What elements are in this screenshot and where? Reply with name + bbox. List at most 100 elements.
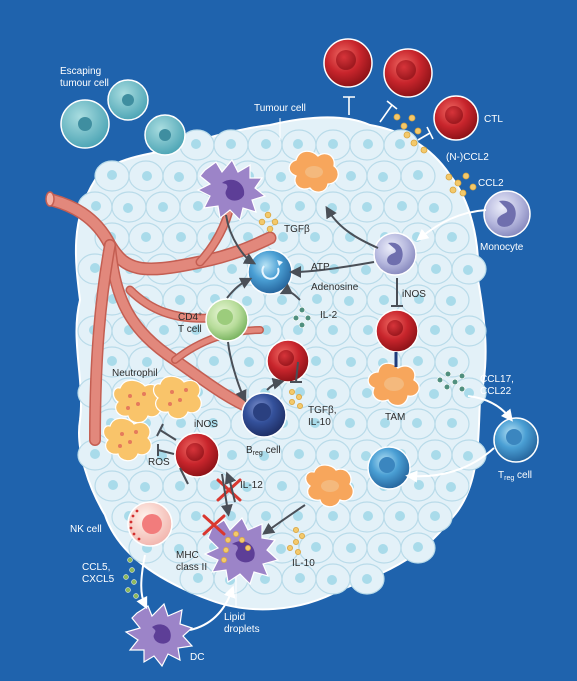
tumour-cell-nucleus: [328, 511, 338, 521]
tumour-cell-nucleus: [176, 418, 186, 428]
tumour-cell-nucleus: [227, 450, 237, 460]
tam-nucleus: [384, 377, 404, 391]
ctl-nucleus: [387, 320, 403, 336]
tumour-cell-nucleus: [174, 544, 184, 554]
tumour-cell-nucleus: [448, 357, 458, 367]
lipid-droplets: [221, 531, 251, 563]
tumour-cell-nucleus: [191, 325, 201, 335]
tumour-cell-nucleus: [260, 202, 270, 212]
tumour-cell-nucleus: [260, 574, 270, 584]
tumour-cell-nucleus: [91, 201, 101, 211]
neutrophil-3: [102, 417, 152, 462]
tumour-cell-nucleus: [431, 264, 441, 274]
ctl-nucleus: [186, 443, 204, 461]
tumour-cell-nucleus: [329, 450, 339, 460]
neutrophil-2: [152, 375, 202, 420]
label-cd4-main: CD4: [178, 312, 198, 323]
tumour-cell-nucleus: [227, 264, 237, 274]
tumour-cell-nucleus: [344, 296, 354, 306]
tumour-cell-nucleus: [362, 574, 372, 584]
tumour-cell-nucleus: [446, 296, 456, 306]
escaping-cell-nucleus: [159, 129, 171, 141]
label-inos-left: iNOS: [194, 419, 218, 430]
tumour-cell-nucleus: [90, 449, 100, 459]
label-lipid-1: Lipid: [224, 612, 245, 623]
tumour-cell-nucleus: [310, 418, 320, 428]
tumour-cell-nucleus: [327, 389, 337, 399]
tumour-cell-nucleus: [431, 450, 441, 460]
escaping-tumour-cells: [60, 79, 186, 156]
tumour-cell-nucleus: [243, 232, 253, 242]
mdsc-top: [196, 158, 267, 222]
breg-cell: [241, 392, 287, 438]
tumour-cell-nucleus: [397, 201, 407, 211]
tumour-cell-nucleus: [395, 139, 405, 149]
treg-cell-outside: [493, 417, 539, 463]
cd4-t-cell: [205, 298, 249, 342]
label-tumour-cell: Tumour cell: [254, 103, 306, 114]
tumour-cell-nucleus: [327, 575, 337, 585]
label-breg-sub: reg: [253, 450, 263, 457]
tam-nucleus: [321, 480, 339, 492]
ctl-nucleus: [445, 106, 463, 124]
tumour-cell-nucleus: [176, 232, 186, 242]
tam-macrophages: [288, 150, 420, 508]
tumour-cell-nucleus: [293, 511, 303, 521]
tumour-cell-nucleus: [328, 325, 338, 335]
tumour-cell-nucleus: [379, 295, 389, 305]
ccl17-dots: [436, 370, 466, 393]
recruitment-arrows: [136, 209, 513, 631]
ctl-nucleus: [278, 350, 294, 366]
label-il10-bottom: IL-10: [292, 558, 315, 569]
tumour-cell-nucleus: [310, 232, 320, 242]
tumour-cell-nucleus: [175, 481, 185, 491]
tumour-cell-nucleus: [430, 511, 440, 521]
tumour-cell-nucleus: [261, 511, 271, 521]
tumour-cell-nucleus: [210, 480, 220, 490]
inhibition-bars-dark: [156, 278, 403, 485]
tumour-cell-nucleus: [276, 544, 286, 554]
tumour-cell-nucleus: [414, 480, 424, 490]
nccl2-dots: [393, 113, 428, 154]
tumour-cell-nucleus: [226, 139, 236, 149]
tumour-cell-nucleus: [312, 294, 322, 304]
tumour-cell-nucleus: [174, 172, 184, 182]
tumour-cell-nucleus: [413, 542, 423, 552]
nk-cell: [127, 501, 173, 547]
tumour-cell-nucleus: [159, 325, 169, 335]
tumour-cell-nucleus: [346, 543, 356, 553]
tumour-cell-nucleus: [447, 232, 457, 242]
tam-nucleus: [305, 166, 323, 178]
tumour-cell-nucleus: [140, 482, 150, 492]
ccl5-dots: [123, 557, 139, 599]
vessel-opening: [45, 191, 55, 207]
label-treg: Treg cell: [498, 470, 532, 482]
label-atp: ATP: [311, 262, 330, 273]
tumour-cell-nucleus: [294, 449, 304, 459]
tumour-cell-nucleus: [465, 325, 475, 335]
tumour-cell-nucleus: [346, 357, 356, 367]
tumour-cell-nucleus: [209, 356, 219, 366]
tgfb-dots: [258, 211, 303, 409]
tumour-cell-nucleus: [193, 201, 203, 211]
il12-blocked-cross: [216, 478, 242, 502]
label-adenosine: Adenosine: [311, 282, 359, 293]
label-cxcl5: CXCL5: [82, 574, 115, 585]
tumour-cell-nucleus: [463, 265, 473, 275]
mhc-blocked-cross: [202, 514, 226, 536]
tumour-cell-nucleus: [90, 263, 100, 273]
escaping-cell-nucleus: [122, 94, 134, 106]
label-escaping-2: tumour cell: [60, 78, 109, 89]
treg-centre: [247, 249, 293, 295]
tumour-cell-nucleus: [107, 356, 117, 366]
tumour-cell-nucleus: [311, 356, 321, 366]
tumour-cell-nucleus: [413, 170, 423, 180]
tumour-cell-nucleus: [362, 202, 372, 212]
monocyte-cell: [483, 190, 531, 238]
tumour-cell-nucleus: [107, 170, 117, 180]
tumour-treg-cells: [247, 249, 411, 490]
tumour-cell-nucleus: [378, 544, 388, 554]
inhibition-bar: [417, 126, 434, 141]
tumour-cell-nucleus: [362, 388, 372, 398]
